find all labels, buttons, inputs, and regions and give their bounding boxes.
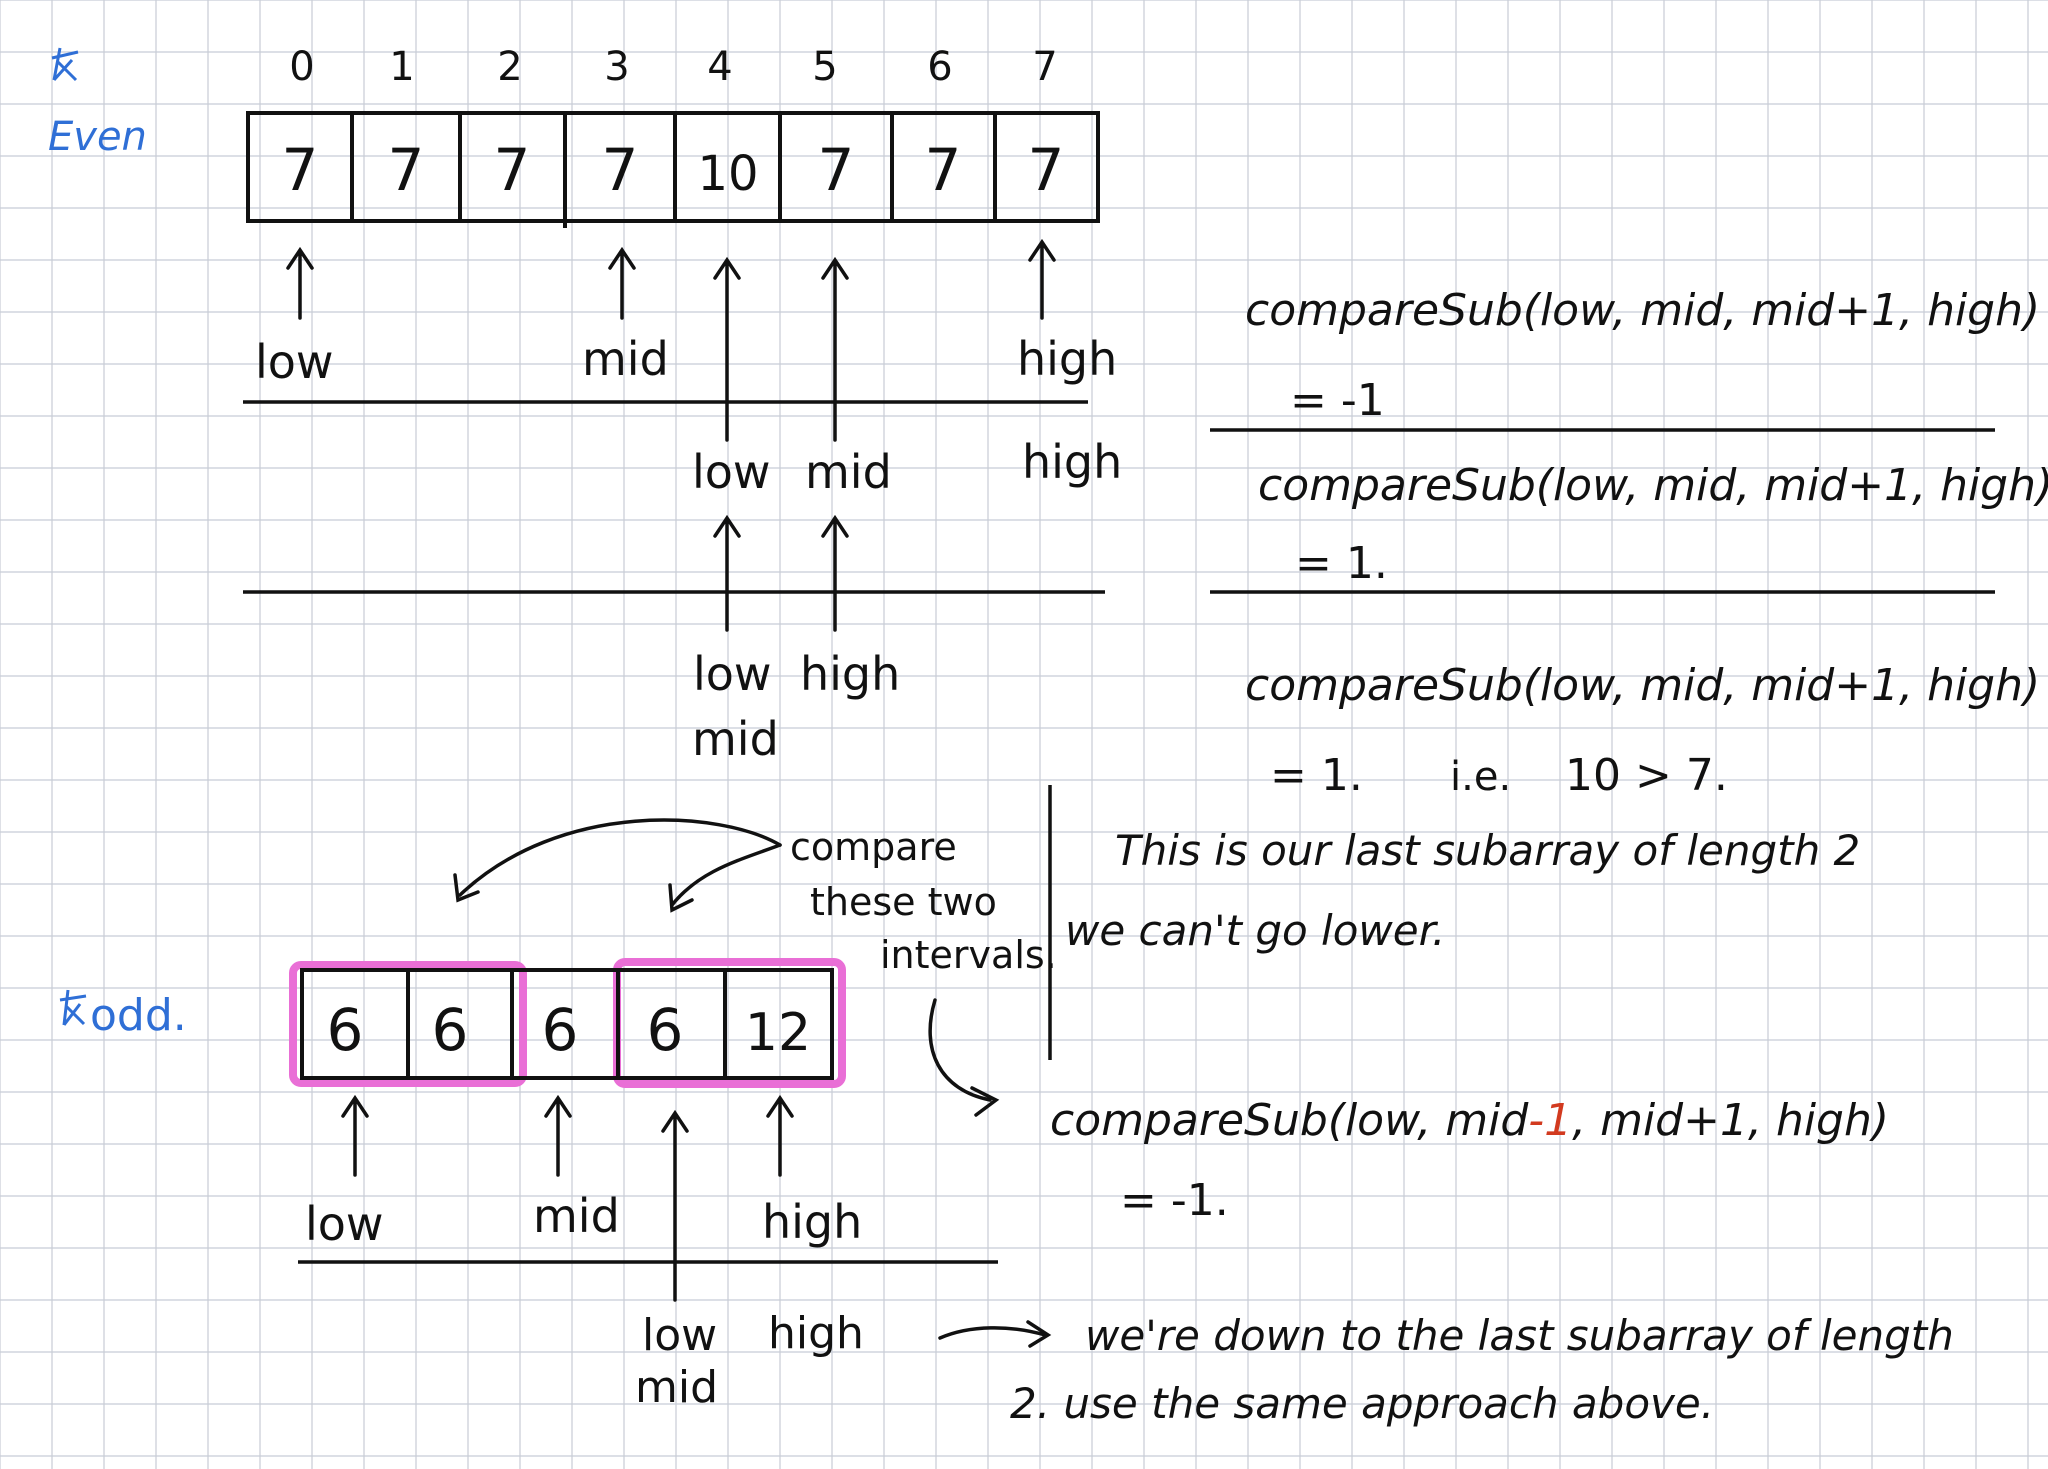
- compare-result: = -1: [1290, 375, 1385, 426]
- even-section: Even 0 1 2 3 4 5 6 7 7 7 7 7 10 7 7 7: [48, 44, 1122, 766]
- mid-label: mid: [692, 712, 779, 766]
- array-cell: 6: [542, 996, 579, 1064]
- low-label: low: [255, 335, 334, 389]
- even-tag: Even: [48, 114, 147, 160]
- star-icon: [51, 47, 79, 82]
- array-cell: 7: [925, 136, 962, 204]
- curved-arrows: [453, 818, 1000, 1117]
- even-index-row: 0 1 2 3 4 5 6 7: [289, 44, 1057, 90]
- low-label: low: [692, 445, 771, 499]
- index-label: 3: [604, 44, 629, 90]
- mid-label: mid: [533, 1189, 620, 1243]
- array-cell: 7: [1028, 136, 1065, 204]
- final-arrow: [938, 1320, 1052, 1348]
- ie-label: i.e.: [1450, 754, 1511, 800]
- odd-compare-result: = -1.: [1120, 1175, 1229, 1226]
- star-icon: [59, 989, 87, 1026]
- even-pointer-arrows: [286, 238, 1056, 632]
- final-note: 2. use the same approach above.: [1010, 1379, 1714, 1428]
- array-cell: 6: [647, 996, 684, 1064]
- index-label: 7: [1032, 44, 1057, 90]
- odd-call-start: compareSub(low, mid: [1050, 1095, 1529, 1146]
- array-cell: 6: [327, 996, 364, 1064]
- mid-label: mid: [805, 445, 892, 499]
- odd-section: odd. compare these two intervals. 6 6 6 …: [59, 818, 1057, 1413]
- compare-note: intervals.: [880, 933, 1057, 977]
- array-cell: 7: [602, 136, 639, 204]
- compare-result: = 1.: [1295, 538, 1388, 589]
- mid-label: mid: [582, 332, 669, 386]
- odd-array: [300, 968, 834, 1080]
- low-label: low: [693, 647, 772, 701]
- final-note: we're down to the last subarray of lengt…: [1085, 1311, 1954, 1360]
- compare-call: compareSub(low, mid, mid+1, high): [1245, 660, 2040, 711]
- low-label: low: [305, 1197, 384, 1251]
- index-label: 5: [812, 44, 837, 90]
- array-cell: 6: [432, 996, 469, 1064]
- odd-call-minus-one: -1: [1528, 1095, 1572, 1146]
- index-label: 6: [927, 44, 952, 90]
- compare-note: compare: [790, 825, 957, 869]
- array-cell: 10: [697, 146, 758, 202]
- mid-label: mid: [635, 1362, 718, 1413]
- array-cell: 7: [388, 136, 425, 204]
- index-label: 2: [497, 44, 522, 90]
- array-cell: 7: [282, 136, 319, 204]
- index-label: 1: [389, 44, 414, 90]
- high-label: high: [800, 647, 900, 701]
- high-label: high: [762, 1195, 862, 1249]
- compare-note: these two: [810, 880, 997, 924]
- odd-pointer-arrows: [341, 1094, 794, 1302]
- odd-tag: odd.: [90, 990, 187, 1041]
- array-cell: 7: [494, 136, 531, 204]
- compare-call: compareSub(low, mid, mid+1, high): [1258, 460, 2048, 511]
- index-label: 4: [707, 44, 732, 90]
- odd-array-values: 6 6 6 6 12: [327, 996, 812, 1064]
- compare-call: compareSub(low, mid, mid+1, high): [1245, 285, 2040, 336]
- high-label: high: [1017, 332, 1117, 386]
- left-interval-highlight: [289, 961, 527, 1087]
- ie-comparison: 10 > 7.: [1565, 750, 1728, 801]
- low-label: low: [642, 1310, 717, 1361]
- compare-result: = 1.: [1270, 750, 1363, 801]
- high-label: high: [768, 1308, 864, 1359]
- even-notes: compareSub(low, mid, mid+1, high) = -1 c…: [1210, 285, 2048, 801]
- even-array: [246, 111, 1100, 228]
- odd-compare-call: compareSub(low, mid-1, mid+1, high): [1050, 1095, 1889, 1146]
- array-cell: 7: [818, 136, 855, 204]
- last-subarray-note: we can't go lower.: [1065, 906, 1445, 955]
- last-subarray-note: This is our last subarray of length 2: [1115, 826, 1860, 875]
- array-cell: 12: [745, 1003, 811, 1063]
- index-label: 0: [289, 44, 314, 90]
- odd-call-end: , mid+1, high): [1572, 1095, 1889, 1146]
- even-array-values: 7 7 7 7 10 7 7 7: [282, 136, 1065, 204]
- high-label: high: [1022, 435, 1122, 489]
